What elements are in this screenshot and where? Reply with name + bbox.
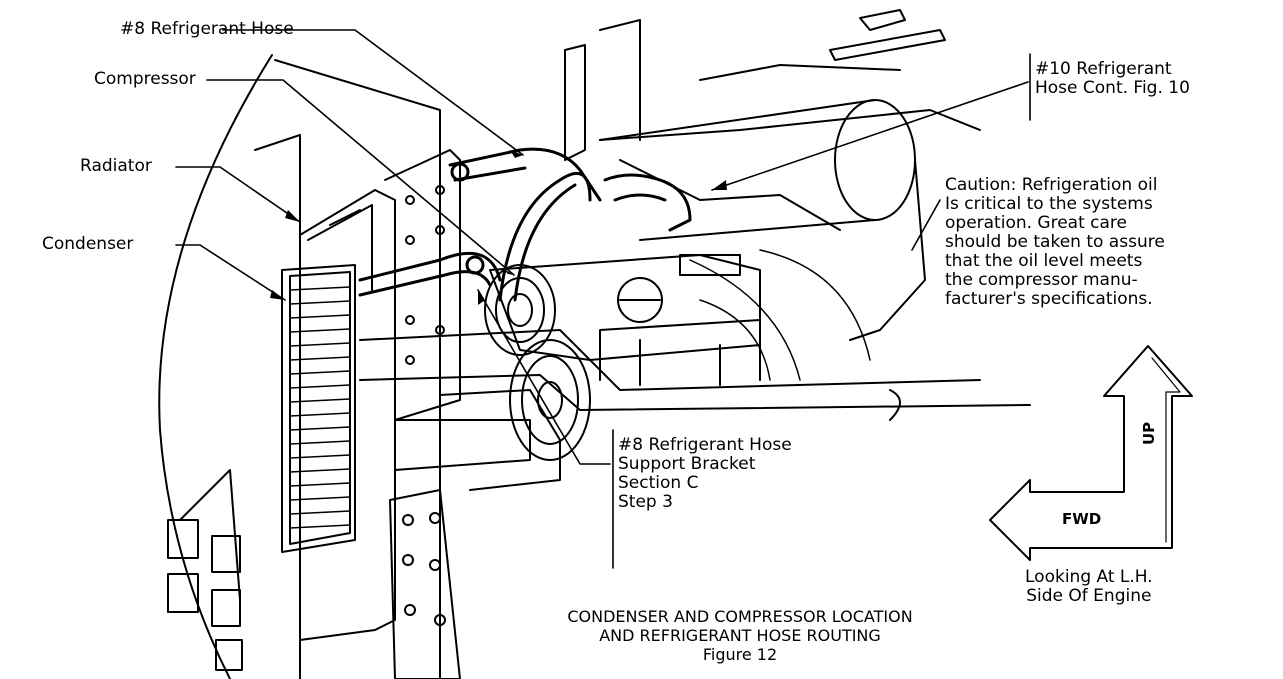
label-condenser: Condenser xyxy=(42,234,134,254)
label-hose10-line1: #10 Refrigerant xyxy=(1035,59,1172,79)
radiator xyxy=(299,189,396,641)
hose-lines xyxy=(689,249,871,381)
label-compressor: Compressor xyxy=(94,69,196,89)
label-bracket-line2: Support Bracket xyxy=(618,454,756,474)
leader-arrowheads xyxy=(270,150,727,305)
caution-line: Caution: Refrigeration oil xyxy=(945,175,1158,195)
caution-line: Is critical to the systems xyxy=(945,194,1153,214)
orientation-note-line1: Looking At L.H. xyxy=(1025,567,1153,587)
leader-radiator xyxy=(175,166,301,223)
caution-line: operation. Great care xyxy=(945,213,1128,233)
refrigerant-hoses xyxy=(358,147,692,302)
leader-condenser xyxy=(175,244,286,301)
caption-line1: CONDENSER AND COMPRESSOR LOCATION xyxy=(567,607,913,626)
leader-lines xyxy=(175,29,1031,569)
caution-line: facturer's specifications. xyxy=(945,289,1153,309)
caution-line: the compressor manu- xyxy=(945,270,1138,290)
label-bracket-line3: Section C xyxy=(618,473,699,493)
leader-bracket xyxy=(477,289,611,465)
fwd-label: FWD xyxy=(1062,510,1102,528)
condenser xyxy=(281,264,356,553)
orientation-note: Looking At L.H. Side Of Engine xyxy=(1025,568,1153,606)
caution-note: Caution: Refrigeration oil Is critical t… xyxy=(945,176,1275,309)
compressor-body xyxy=(484,254,761,461)
caution-line: that the oil level meets xyxy=(945,251,1143,271)
caption-line2: AND REFRIGERANT HOSE ROUTING xyxy=(599,626,881,645)
label-hose10-line2: Hose Cont. Fig. 10 xyxy=(1035,78,1190,98)
orientation-note-line2: Side Of Engine xyxy=(1026,586,1152,606)
label-bracket: #8 Refrigerant Hose Support Bracket Sect… xyxy=(618,436,792,512)
label-hose8: #8 Refrigerant Hose xyxy=(120,19,294,39)
mount-plate xyxy=(384,149,461,679)
up-label: UP xyxy=(1140,421,1158,445)
leader-compressor xyxy=(206,79,515,276)
label-bracket-line1: #8 Refrigerant Hose xyxy=(618,435,792,455)
label-bracket-line4: Step 3 xyxy=(618,492,673,512)
figure-caption: CONDENSER AND COMPRESSOR LOCATION AND RE… xyxy=(480,607,1000,664)
label-radiator: Radiator xyxy=(80,156,152,176)
leader-caution xyxy=(911,199,941,251)
leader-hose8 xyxy=(222,29,524,156)
caption-line3: Figure 12 xyxy=(702,645,778,664)
caution-line: should be taken to assure xyxy=(945,232,1165,252)
label-hose10: #10 Refrigerant Hose Cont. Fig. 10 xyxy=(1035,60,1190,98)
leader-hose10 xyxy=(711,81,1029,191)
orientation-arrow xyxy=(989,345,1193,561)
